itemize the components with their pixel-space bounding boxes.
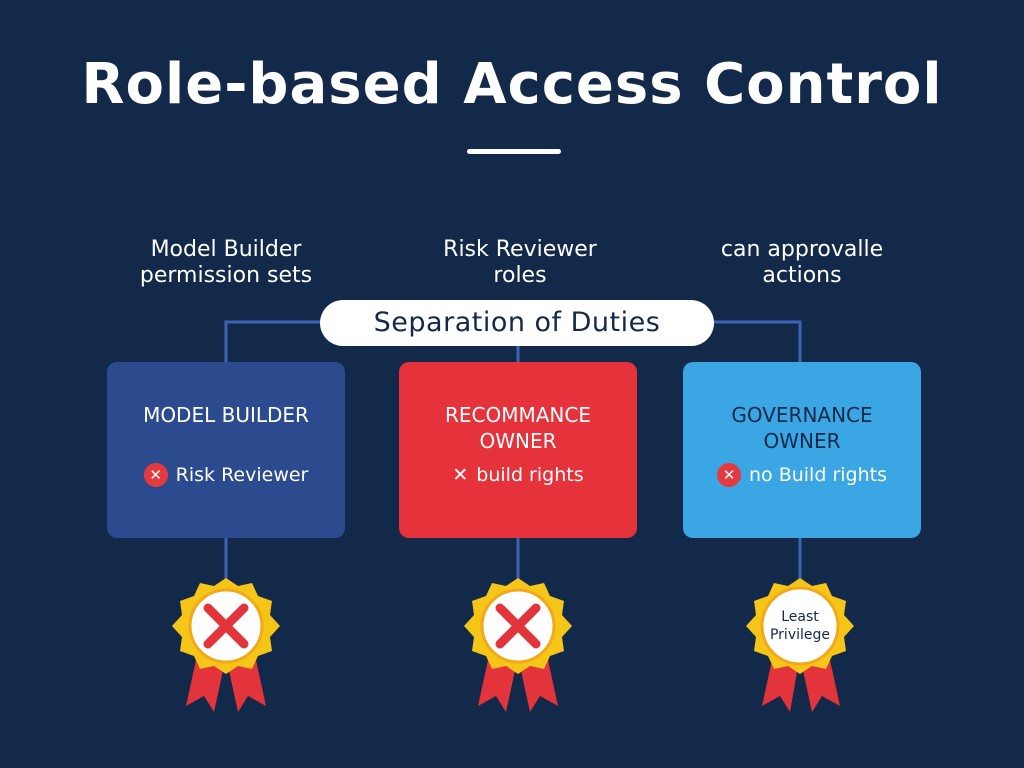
caption-line: can approvalle <box>720 237 884 262</box>
card-role-line: MODEL BUILDER <box>143 403 309 427</box>
card-role-line: OWNER <box>479 429 557 453</box>
badge-2 <box>464 578 572 712</box>
card-governance-owner: GOVERNANCE OWNER ✕ no Build rights <box>683 362 921 538</box>
card-recommance-owner: RECOMMANCE OWNER ✕ build rights <box>399 362 637 538</box>
card-role-line: GOVERNANCE <box>731 403 873 427</box>
card-note: ✕ no Build rights <box>683 462 921 488</box>
badge-text-line: Privilege <box>769 627 831 643</box>
red-x-icon <box>495 603 541 649</box>
card-role: MODEL BUILDER <box>107 402 345 428</box>
connector-top-left <box>224 320 320 362</box>
ribbon-left <box>762 660 798 712</box>
page-title: Role-based Access Control <box>81 52 943 117</box>
badge-text-line: Least <box>781 609 819 625</box>
ribbon-right <box>802 660 840 712</box>
ribbon-right <box>228 660 266 712</box>
card-role: GOVERNANCE OWNER <box>683 402 921 454</box>
caption-model-builder: Model Builder permission sets <box>106 237 346 289</box>
card-note-text: build rights <box>476 464 584 486</box>
badge-inner <box>760 586 840 666</box>
badge-1 <box>172 578 280 712</box>
least-privilege-badge-text: Least Privilege <box>750 608 850 644</box>
card-role: RECOMMANCE OWNER <box>399 402 637 454</box>
badge-3 <box>746 578 854 712</box>
caption-line: roles <box>493 263 547 288</box>
card-note: ✕ build rights <box>399 462 637 488</box>
caption-line: Risk Reviewer <box>443 237 597 262</box>
x-circle-icon: ✕ <box>143 463 168 487</box>
caption-line: Model Builder <box>150 237 302 262</box>
card-role-line: OWNER <box>763 429 841 453</box>
caption-approval-actions: can approvalle actions <box>682 237 922 289</box>
card-note: ✕ Risk Reviewer <box>107 462 345 488</box>
caption-line: actions <box>762 263 842 288</box>
ribbon-left <box>478 660 516 712</box>
connector-top-right <box>714 320 802 362</box>
x-circle-icon: ✕ <box>717 463 741 487</box>
caption-risk-reviewer: Risk Reviewer roles <box>400 237 640 289</box>
card-note-text: Risk Reviewer <box>175 464 309 486</box>
card-model-builder: MODEL BUILDER ✕ Risk Reviewer <box>107 362 345 538</box>
ribbon-left <box>186 660 224 712</box>
ribbon-right <box>520 660 558 712</box>
red-x-icon <box>203 603 249 649</box>
separation-of-duties-label: Separation of Duties <box>320 300 714 346</box>
card-note-text: no Build rights <box>749 464 887 486</box>
card-role-line: RECOMMANCE <box>445 403 591 427</box>
title-underline <box>467 149 561 154</box>
x-icon: ✕ <box>452 464 469 486</box>
caption-line: permission sets <box>139 263 313 288</box>
